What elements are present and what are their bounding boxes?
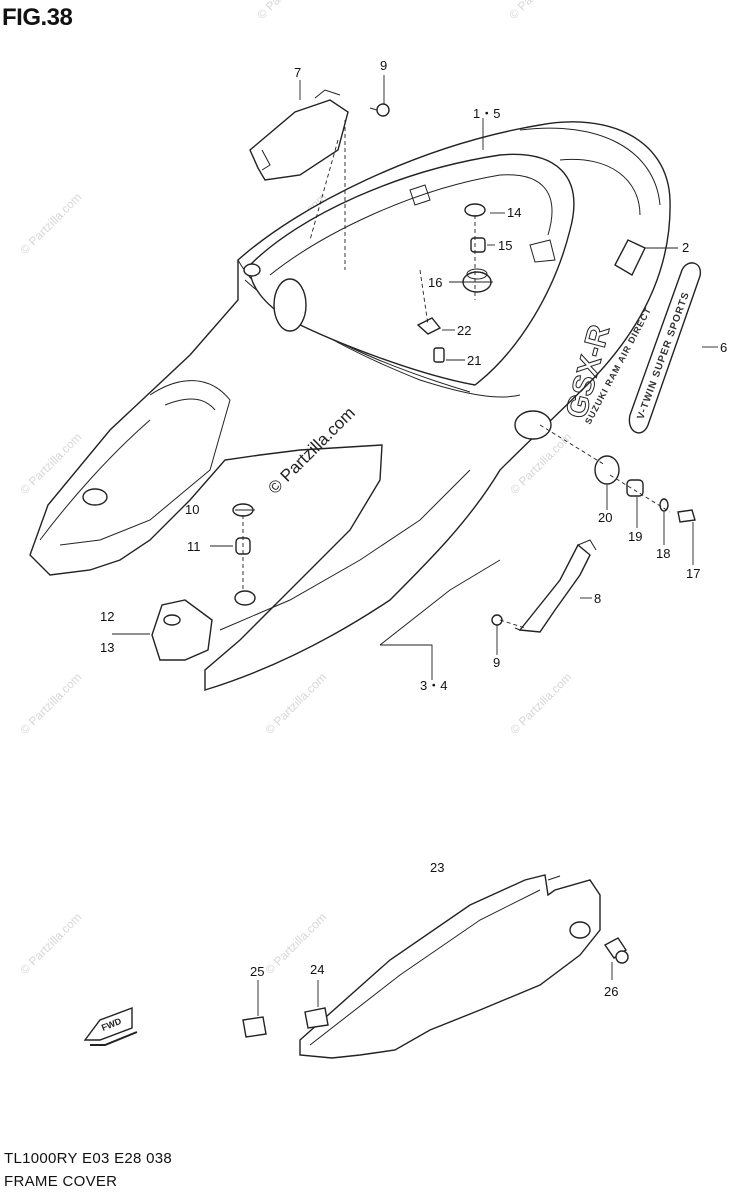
callout-18: 18 bbox=[656, 546, 670, 561]
footer-model-code: TL1000RY E03 E28 038 bbox=[4, 1150, 173, 1167]
callout-labels: 7 9 1・5 14 15 2 16 22 6 21 10 20 19 11 1… bbox=[100, 58, 727, 999]
fwd-arrow-icon: FWD bbox=[83, 1006, 138, 1046]
callout-13: 13 bbox=[100, 640, 114, 655]
callout-9-lower: 9 bbox=[493, 655, 500, 670]
callout-23: 23 bbox=[430, 860, 444, 875]
callout-8: 8 bbox=[594, 591, 601, 606]
frame-cover-23 bbox=[299, 874, 601, 1059]
callout-26: 26 bbox=[604, 984, 618, 999]
callout-16: 16 bbox=[428, 275, 442, 290]
watermark: © Partzilla.com bbox=[17, 910, 84, 977]
watermark: © Partzilla.com bbox=[254, 0, 321, 22]
watermark: © Partzilla.com bbox=[17, 190, 84, 257]
fasteners-center bbox=[416, 203, 492, 363]
callout-21: 21 bbox=[467, 353, 481, 368]
callout-19: 19 bbox=[628, 529, 642, 544]
figure-title: FIG.38 bbox=[2, 4, 73, 31]
clip-26 bbox=[603, 937, 629, 964]
leader-lines bbox=[210, 75, 718, 680]
callout-20: 20 bbox=[598, 510, 612, 525]
bracket-7 bbox=[249, 89, 349, 181]
callout-2: 2 bbox=[682, 240, 689, 255]
callout-24: 24 bbox=[310, 962, 324, 977]
callout-25: 25 bbox=[250, 964, 264, 979]
bolt-9-top bbox=[369, 103, 390, 117]
pad-25 bbox=[242, 1016, 267, 1038]
callout-10: 10 bbox=[185, 502, 199, 517]
callout-14: 14 bbox=[507, 205, 521, 220]
callout-9-top: 9 bbox=[380, 58, 387, 73]
fasteners-left bbox=[151, 503, 254, 661]
watermark: © Partzilla.com bbox=[506, 0, 573, 22]
pad-24 bbox=[304, 1007, 329, 1029]
seat-tail-cowl: GSX-R SUZUKI RAM AIR DIRECT bbox=[29, 121, 671, 691]
bracket-8 bbox=[514, 539, 597, 633]
callout-22: 22 bbox=[457, 323, 471, 338]
footer-description: FRAME COVER bbox=[4, 1173, 118, 1190]
watermark: © Partzilla.com bbox=[17, 670, 84, 737]
callout-15: 15 bbox=[498, 238, 512, 253]
watermark: © Partzilla.com bbox=[262, 670, 329, 737]
callout-17: 17 bbox=[686, 566, 700, 581]
callout-11: 11 bbox=[187, 539, 201, 554]
watermark: © Partzilla.com bbox=[507, 670, 574, 737]
callout-12: 12 bbox=[100, 609, 114, 624]
callout-3-4: 3・4 bbox=[420, 678, 447, 693]
callout-6: 6 bbox=[720, 340, 727, 355]
callout-1-5: 1・5 bbox=[473, 106, 500, 121]
callout-7: 7 bbox=[294, 65, 301, 80]
assembly-lines bbox=[242, 120, 671, 629]
